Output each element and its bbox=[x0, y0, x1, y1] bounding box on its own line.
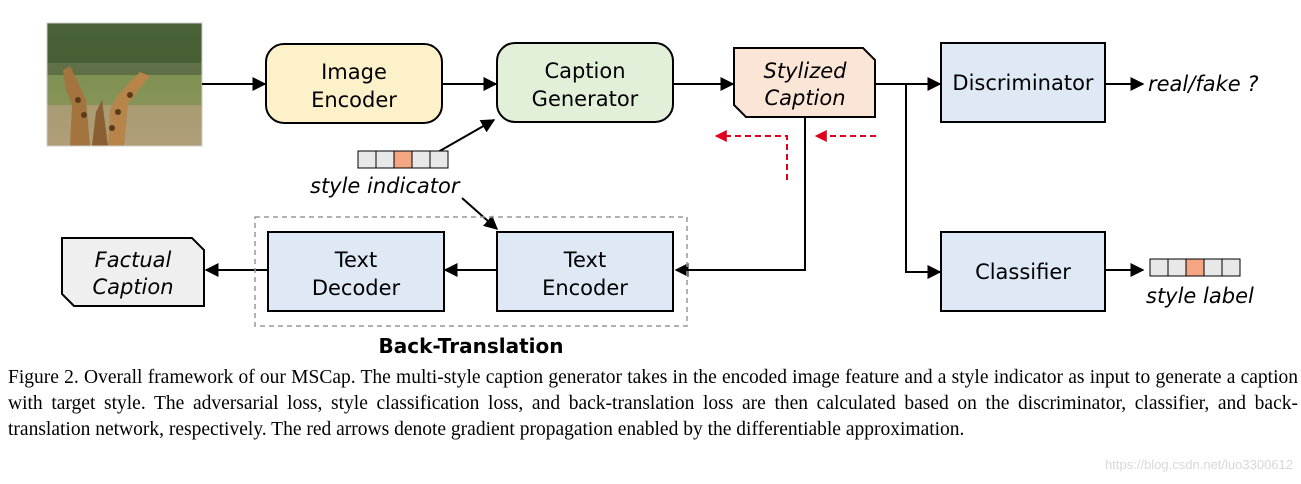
classifier-label: Classifier bbox=[975, 260, 1071, 284]
text-decoder-label-line1: Text bbox=[334, 248, 377, 272]
style-label-text: style label bbox=[1146, 284, 1254, 308]
stylized-caption-label-line1: Stylized bbox=[764, 59, 848, 83]
stylized-caption-node: Stylized Caption bbox=[733, 47, 876, 118]
image-encoder-label-line2: Encoder bbox=[311, 88, 397, 112]
text-encoder-label-line2: Encoder bbox=[542, 276, 628, 300]
text-encoder-node: Text Encoder bbox=[496, 231, 674, 312]
factual-caption-node: Factual Caption bbox=[61, 237, 205, 307]
style-indicator-vector bbox=[357, 150, 449, 169]
factual-caption-label-line2: Caption bbox=[92, 275, 173, 299]
back-translation-group bbox=[254, 216, 688, 327]
input-image bbox=[46, 22, 203, 147]
caption-generator-label-line2: Generator bbox=[532, 87, 639, 111]
style-indicator-text: style indicator bbox=[310, 174, 461, 198]
arrow-style-to-text-encoder bbox=[461, 197, 499, 230]
discriminator-node: Discriminator bbox=[940, 42, 1106, 123]
classifier-node: Classifier bbox=[940, 231, 1106, 312]
framework-diagram: Back-Translation Image Encoder Caption G… bbox=[46, 22, 1259, 358]
caption-generator-node: Caption Generator bbox=[496, 42, 674, 123]
watermark: https://blog.csdn.net/luo3300612 bbox=[1105, 457, 1293, 472]
flow-arrows bbox=[202, 77, 1145, 279]
text-decoder-node: Text Decoder bbox=[267, 231, 445, 312]
style-label-vector bbox=[1149, 258, 1241, 277]
arrow-branch-to-classifier bbox=[905, 84, 942, 279]
arrow-style-to-generator bbox=[437, 119, 496, 153]
gradient-arrows bbox=[714, 130, 876, 180]
image-encoder-label-line1: Image bbox=[321, 60, 387, 84]
figure-caption: Figure 2. Overall framework of our MSCap… bbox=[8, 367, 1298, 440]
image-encoder-node: Image Encoder bbox=[265, 43, 443, 124]
text-decoder-label-line2: Decoder bbox=[312, 276, 401, 300]
caption-generator-label-line1: Caption bbox=[544, 59, 625, 83]
real-fake-output: real/fake ? bbox=[1148, 72, 1259, 96]
discriminator-label: Discriminator bbox=[952, 71, 1094, 95]
factual-caption-label-line1: Factual bbox=[95, 248, 172, 272]
arrow-stylized-to-text-encoder bbox=[674, 118, 806, 277]
gradient-arrow-left bbox=[714, 130, 788, 180]
back-translation-label: Back-Translation bbox=[379, 334, 564, 358]
stylized-caption-label-line2: Caption bbox=[764, 86, 845, 110]
text-encoder-label-line1: Text bbox=[563, 248, 606, 272]
